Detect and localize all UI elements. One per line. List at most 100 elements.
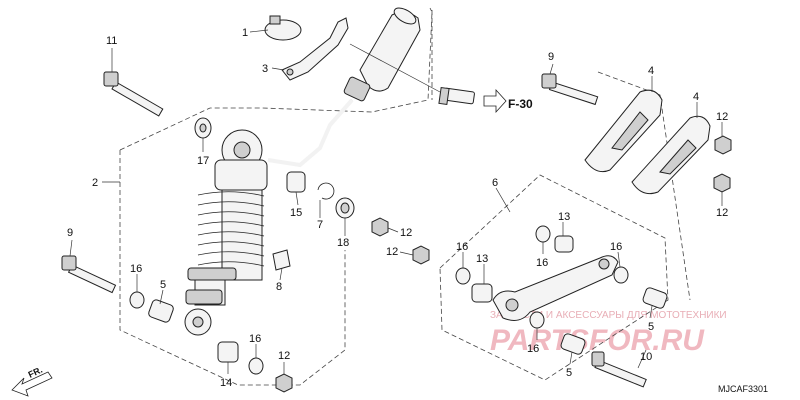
group-outlines [119, 7, 691, 386]
bushing-13b [554, 235, 574, 253]
f30-bolt: F-30 [349, 43, 533, 114]
circlip-7 [317, 182, 335, 200]
leader-16e [617, 251, 621, 268]
leader-12e [399, 251, 414, 256]
callout-13a: 13 [558, 211, 570, 223]
callout-14: 14 [220, 377, 232, 389]
callout-11: 11 [106, 35, 117, 47]
leader-12d [387, 227, 399, 233]
nut-12b [714, 135, 732, 155]
direction-label: FR. [27, 365, 44, 380]
seal-16b [248, 357, 264, 375]
bolt-11-head [103, 71, 119, 87]
callout-16a: 16 [130, 263, 142, 275]
shock-spring [197, 189, 265, 281]
reservoir-cap [393, 7, 417, 25]
brackets-4 [584, 89, 711, 195]
ref-arrow [483, 88, 507, 114]
callout-4a: 4 [648, 65, 654, 77]
leader-6 [495, 187, 511, 213]
collar-5a [148, 299, 174, 323]
nut-12c [713, 173, 731, 193]
nut-12e [412, 245, 430, 265]
leader-5b [649, 305, 653, 319]
bracket-4b-cutout [659, 139, 697, 175]
bushing-13a [471, 283, 493, 303]
bolt-9-right [541, 73, 599, 106]
bracket-4b [631, 115, 711, 195]
label-8 [272, 249, 291, 271]
bracket-4a [584, 89, 663, 173]
leader-8 [279, 267, 283, 281]
callout-5c: 5 [566, 367, 572, 379]
leader-10 [637, 349, 647, 369]
bolt-9-left [61, 255, 117, 294]
shock-group-outline-top [119, 7, 433, 151]
callout-1: 1 [242, 27, 248, 39]
link-rod-6 [492, 255, 619, 321]
watermark-tagline: ЗАПЧАСТИ И АКСЕССУАРЫ ДЛЯ МОТОТЕХНИКИ [490, 310, 727, 321]
bracket-group-outline [597, 71, 691, 301]
seal-17-bore [199, 123, 207, 133]
seal-16a [129, 291, 145, 309]
callout-16c: 16 [456, 241, 468, 253]
leader-1 [249, 29, 269, 33]
callout-5a: 5 [160, 279, 166, 291]
callout-3: 3 [262, 63, 268, 75]
bracket-4a-cutout [611, 111, 649, 151]
collar-5c [560, 333, 586, 355]
callout-2: 2 [92, 177, 98, 189]
callout-12c: 12 [716, 207, 728, 219]
spring-coils [197, 191, 265, 267]
leader-5a [159, 289, 164, 305]
bolt-11-shank [111, 81, 164, 117]
seal-18-bore [340, 202, 350, 214]
spring-seat [187, 267, 237, 281]
callouts: 1 3 11 2 17 15 7 18 9 16 5 8 16 14 12 9 … [67, 27, 728, 389]
bushing-15 [286, 171, 306, 193]
callout-12a: 12 [278, 350, 290, 362]
linkage-parts [371, 217, 668, 388]
bolt-9-left-head [61, 255, 77, 271]
callout-15: 15 [290, 207, 302, 219]
seal-16c [455, 267, 471, 285]
collar-5b [642, 287, 668, 309]
reservoir-fitting [343, 76, 371, 102]
seal-16e [613, 266, 629, 284]
callout-5b: 5 [648, 321, 654, 333]
shock-damper-body [221, 189, 263, 281]
reservoir-hose-inner [267, 98, 354, 168]
shock-adjuster-ring [185, 289, 223, 305]
callout-13b: 13 [476, 253, 488, 265]
callout-16b: 16 [249, 333, 261, 345]
leader-lines [69, 29, 723, 374]
shock-top-body [214, 159, 268, 191]
shock-bottom-mount-bore [192, 316, 204, 328]
callout-12b: 12 [716, 111, 728, 123]
callout-17: 17 [197, 155, 209, 167]
front-arrow-icon [11, 371, 53, 397]
left-small-parts [129, 117, 355, 393]
nut-12d [371, 217, 389, 237]
f30-leader [349, 43, 441, 93]
callout-16e: 16 [610, 241, 622, 253]
bracket-plate [281, 17, 349, 81]
reservoir-clamp [264, 15, 302, 41]
callout-9-left: 9 [67, 227, 73, 239]
bushing-14 [217, 341, 239, 363]
nut-12a [275, 373, 293, 393]
reservoir-bracket [281, 17, 349, 81]
bolt-11 [103, 71, 164, 117]
callout-16f: 16 [527, 343, 539, 355]
callout-8: 8 [276, 281, 282, 293]
bolt-9-right-shank [548, 81, 599, 106]
leader-3 [271, 67, 285, 71]
leader-9-left [69, 239, 73, 257]
callout-12d: 12 [400, 227, 412, 239]
bracket-hole [286, 68, 294, 76]
ref-label: F-30 [508, 97, 533, 111]
callout-16d: 16 [536, 257, 548, 269]
leader-15 [295, 191, 299, 206]
